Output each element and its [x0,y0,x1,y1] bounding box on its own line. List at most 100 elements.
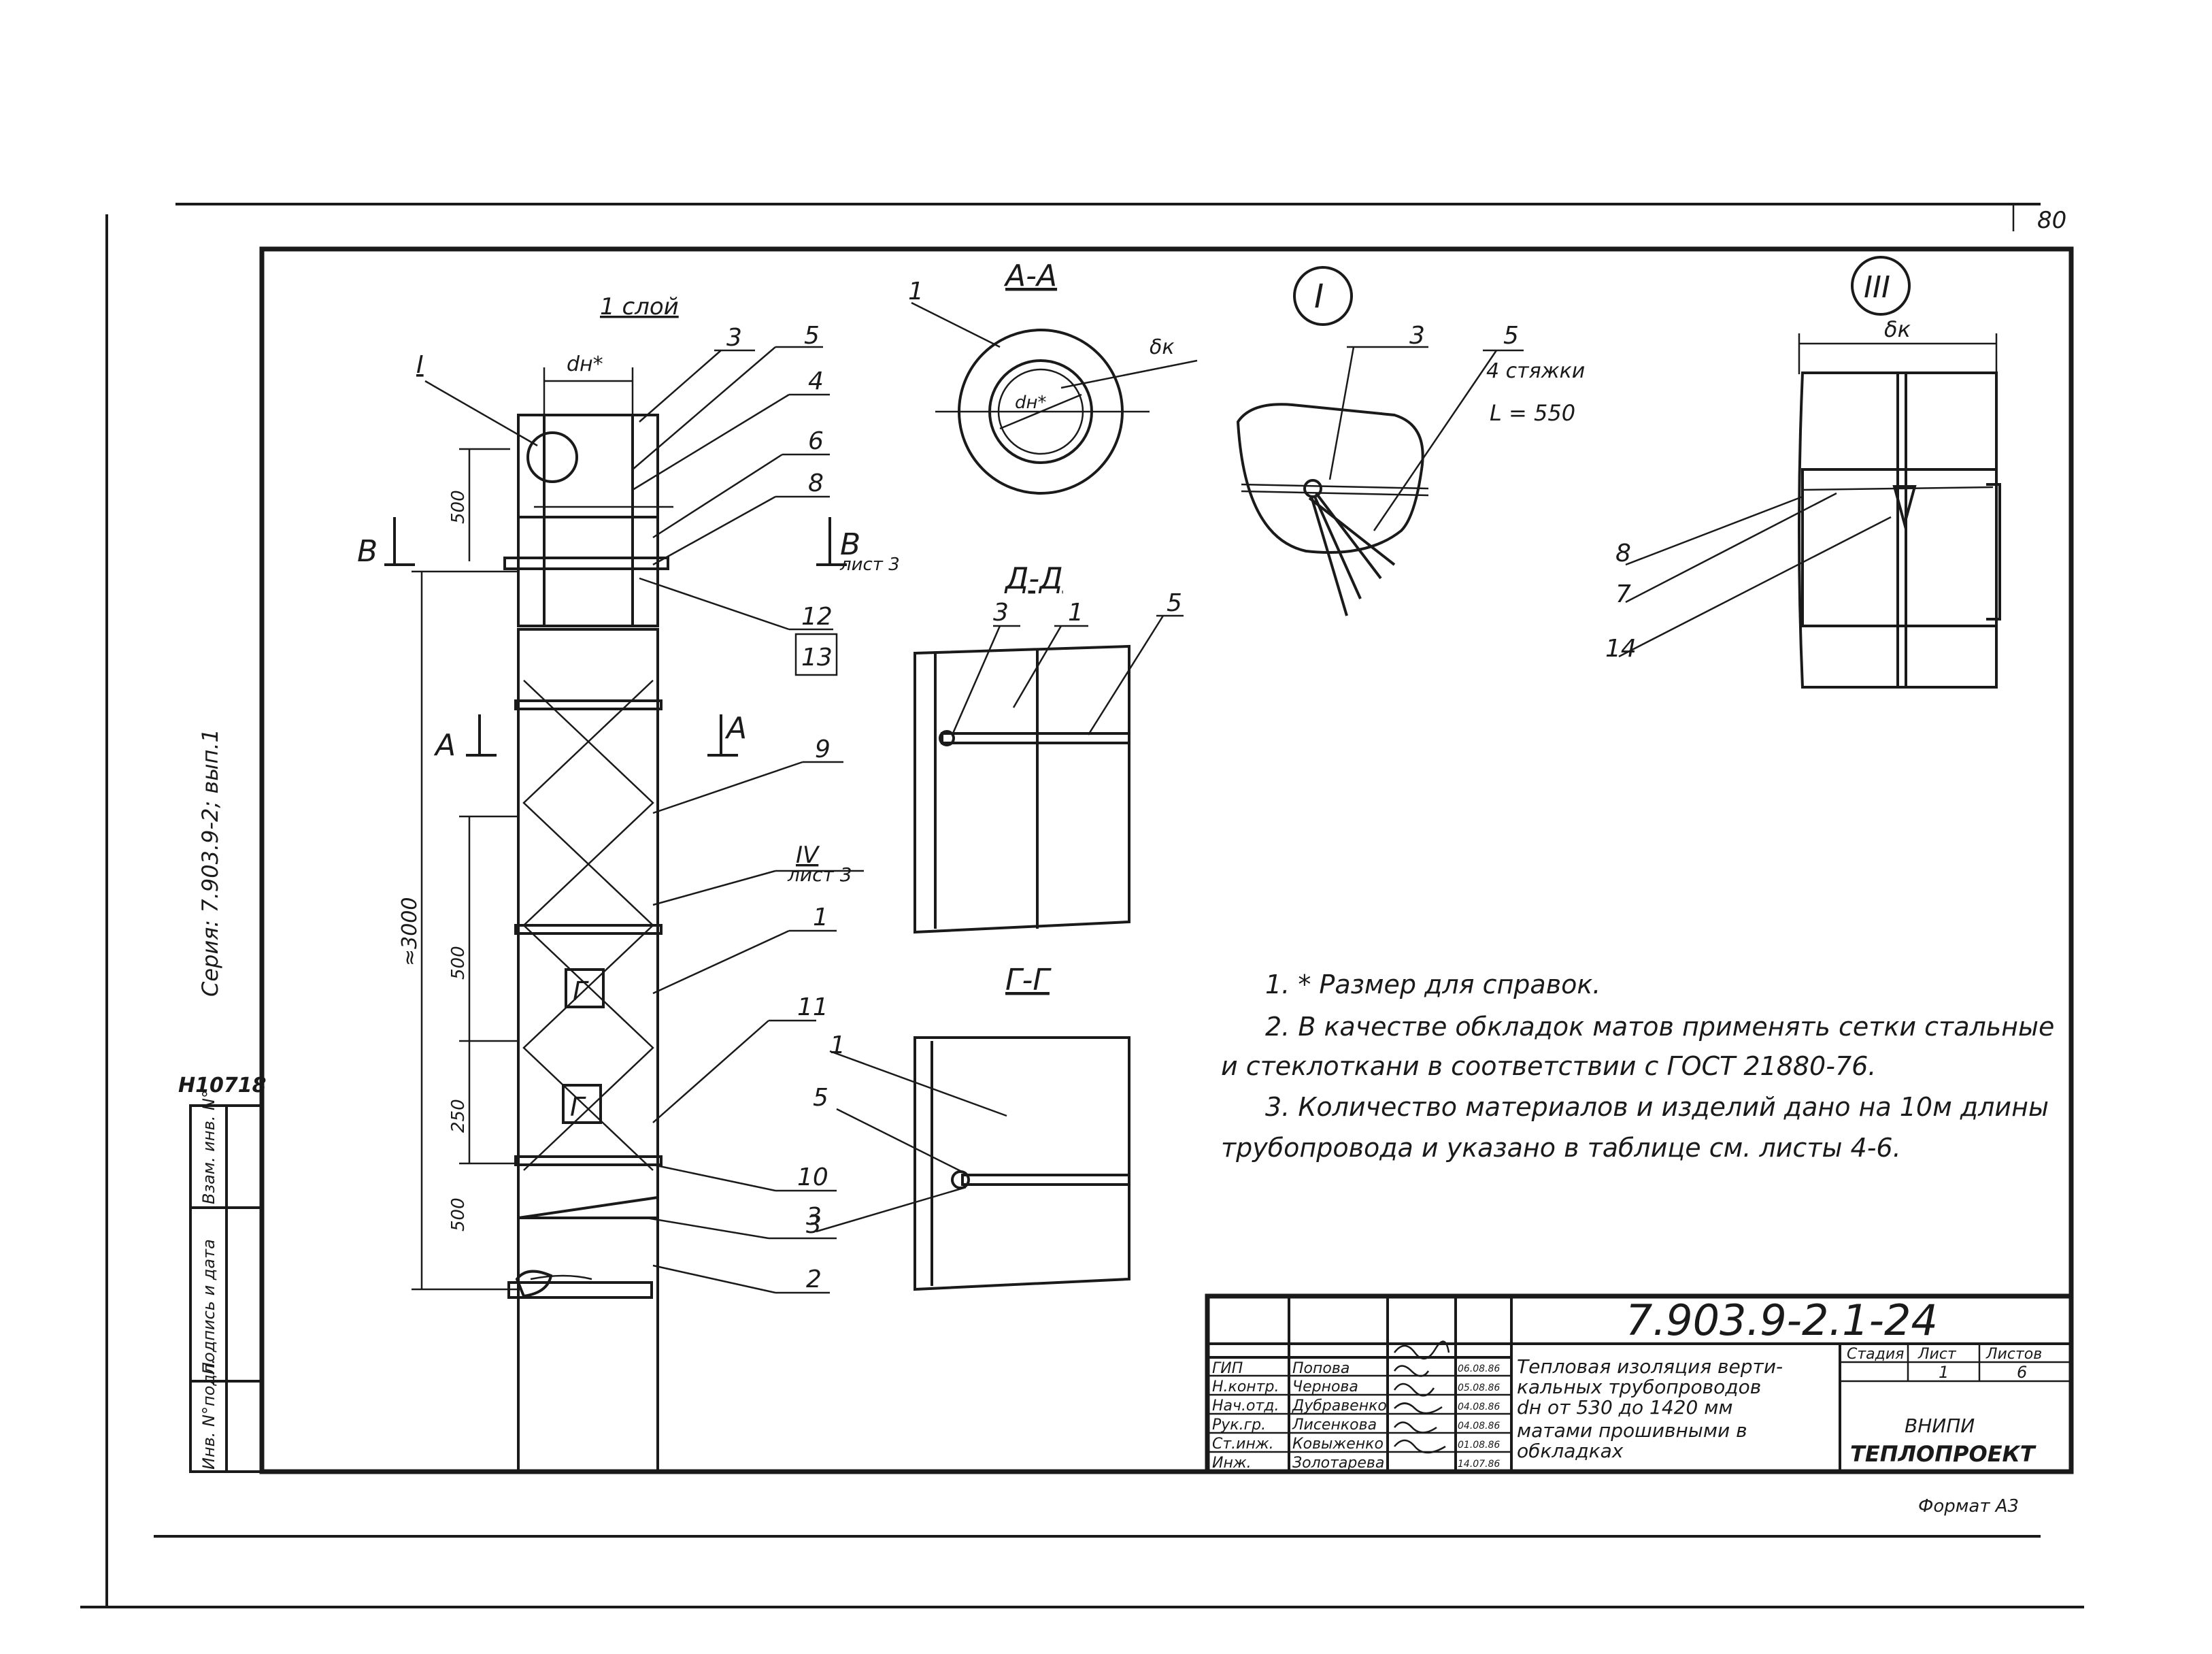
document-code: 7.903.9-2.1-24 [1626,1295,1938,1345]
sheet-value: 1 [1939,1363,1949,1382]
leader-12: 12 [801,603,833,631]
section-aa-dim-dn: dн* [1015,393,1047,413]
leader-13: 13 [801,644,833,672]
org-line-2: ТЕПЛОПРОЕКТ [1850,1441,2037,1467]
role-4: Ст.инж. [1212,1436,1274,1453]
detail-iii-label-8: 8 [1615,540,1631,567]
section-b-sheet: лист 3 [839,555,900,575]
detail-iii-dim-dk: δк [1884,316,1911,342]
leader-8: 8 [808,469,824,497]
section-b-right: В [840,527,860,562]
stage-header: Стадия [1847,1346,1904,1363]
title-desc-3: dн от 530 до 1420 мм [1517,1396,1732,1419]
leader-iv: IV [796,842,820,869]
section-dd-label-3: 3 [993,599,1009,627]
name-1: Чернова [1292,1378,1358,1395]
note-line-3: и стеклоткани в соответствии с ГОСТ 2188… [1221,1051,1876,1081]
signatures [1393,1340,1450,1454]
dim-500-low: 500 [448,1197,469,1231]
page-number: 80 [2037,207,2066,234]
detail-i-length: L = 550 [1490,400,1575,426]
leader-10: 10 [797,1163,828,1191]
date-0: 06.08.86 [1458,1363,1500,1374]
detail-iii-title: III [1864,270,1890,305]
stamp-label-inventory: Инв. N°подл. [199,1359,218,1470]
role-0: ГИП [1212,1360,1243,1377]
leader-4: 4 [808,367,824,395]
role-5: Инж. [1212,1455,1252,1472]
note-line-1: 1. * Размер для справок. [1265,970,1601,999]
section-aa-title: А-А [1003,259,1057,293]
name-3: Лисенкова [1292,1417,1377,1434]
role-1: Н.контр. [1212,1378,1279,1395]
role-2: Нач.отд. [1212,1397,1279,1415]
detail-i-title: I [1314,278,1324,316]
section-dd-title: Д-Д [1004,561,1063,596]
callout-i: I [416,351,424,379]
dim-3000: ≈3000 [398,897,422,966]
role-3: Рук.гр. [1212,1417,1266,1434]
title-desc-5: обкладках [1517,1440,1624,1462]
series-label: Серия: 7.903.9-2; вып.1 [197,729,223,997]
detail-i-label-5: 5 [1503,322,1519,350]
stamp-label-signature: Подпись и дата [199,1239,218,1374]
date-4: 01.08.86 [1458,1440,1500,1451]
section-dd-label-5: 5 [1167,589,1182,617]
section-a-right: А [724,711,747,746]
leader-3-top: 3 [726,324,742,352]
inventory-number: Н10718 [178,1074,266,1097]
layer-label: 1 слой [600,293,679,320]
section-aa-dim-dk: δк [1150,335,1174,359]
sheets-value: 6 [2017,1363,2027,1382]
dim-dn: dн* [567,352,603,376]
sheets-header: Листов [1985,1346,2042,1363]
main-elevation-view: 1 слой Г Г [357,293,900,1473]
notes: 1. * Размер для справок. 2. В качестве о… [1221,970,2054,1163]
date-2: 04.08.86 [1458,1402,1500,1412]
leader-9: 9 [815,735,831,763]
section-a-a: А-А 1 δк dн* [908,259,1198,495]
section-dd-label-1: 1 [1068,599,1084,627]
leader-13-box [794,633,838,676]
title-block: 7.903.9-2.1-24 Тепловая изоляция верти- … [1205,1293,2074,1474]
name-0: Попова [1292,1360,1350,1377]
sheet-header: Лист [1917,1346,1957,1363]
name-2: Дубравенко [1292,1397,1387,1415]
outer-frame [80,203,2084,1608]
leader-iv-sheet: лист 3 [787,863,852,886]
detail-i-label-3: 3 [1409,322,1425,350]
date-3: 04.08.86 [1458,1421,1500,1432]
note-line-5: трубопровода и указано в таблице см. лис… [1221,1133,1901,1163]
leader-2: 2 [806,1266,822,1293]
inner-frame [259,246,2074,1474]
title-desc-2: кальных трубопроводов [1517,1376,1761,1398]
detail-iii: III δк 8 7 14 [1605,256,2001,689]
section-g-g: Г-Г 1 5 3 [806,963,1130,1291]
detail-iii-label-7: 7 [1615,580,1631,608]
date-5: 14.07.86 [1458,1459,1500,1470]
note-line-2: 2. В качестве обкладок матов применять с… [1265,1012,2054,1042]
section-mark-g-upper: Г [573,976,589,1006]
section-aa-label-1: 1 [908,278,924,305]
stamp-label-substitute: Взам. инв. N° [199,1090,218,1204]
leader-5-top: 5 [804,322,820,350]
bands [514,699,663,1166]
title-desc-1: Тепловая изоляция верти- [1517,1355,1783,1378]
org-line-1: ВНИПИ [1905,1415,1975,1437]
detail-iii-label-14: 14 [1605,635,1637,663]
dim-500-mid: 500 [448,946,469,980]
dim-250: 250 [448,1099,469,1133]
leader-11: 11 [797,993,828,1021]
note-line-4: 3. Количество материалов и изделий дано … [1265,1092,2049,1122]
detail-i-ties: 4 стяжки [1486,359,1585,383]
name-4: Ковыженко [1292,1436,1384,1453]
name-5: Золотарева [1292,1455,1384,1472]
section-b-left: В [357,534,378,569]
dim-500-top: 500 [448,490,469,524]
detail-i: I 3 5 4 стяжки L = 550 [1236,266,1585,616]
title-desc-4: матами прошивными в [1517,1419,1747,1442]
section-gg-label-5: 5 [813,1084,828,1112]
section-gg-title: Г-Г [1005,963,1052,997]
left-stamp: Взам. инв. N° Подпись и дата Инв. N°подл… [178,729,266,1473]
